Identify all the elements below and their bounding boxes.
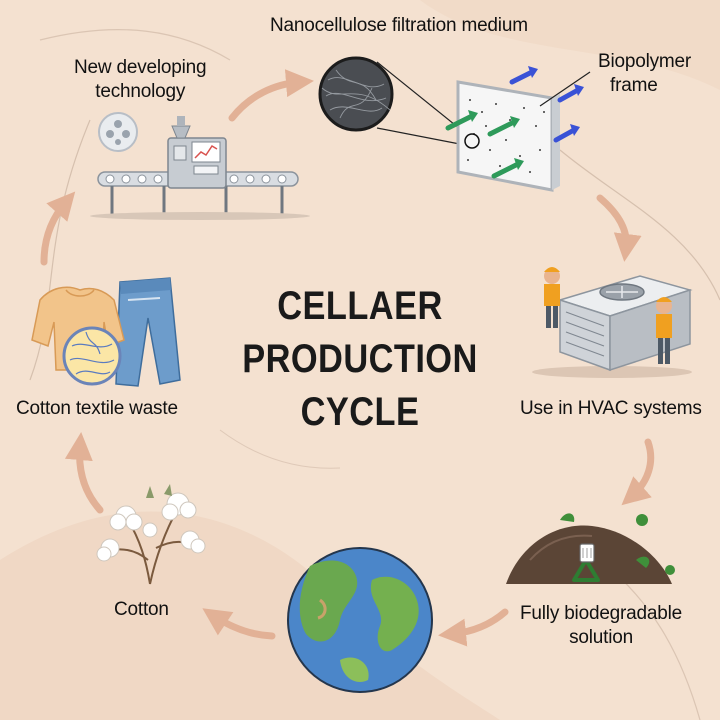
title-line-2: PRODUCTION <box>242 337 478 381</box>
arrow-textile-to-tech <box>40 191 76 266</box>
arrow-tech-to-filter <box>228 69 314 122</box>
arrow-hvac-to-compost <box>621 438 655 506</box>
label-cotton: Cotton <box>114 599 169 620</box>
label-new-tech-line2: technology <box>95 81 186 102</box>
title-line-1: CELLAER <box>277 284 443 328</box>
label-textile-waste: Cotton textile waste <box>16 398 178 419</box>
label-new-technology: New developing technology <box>74 56 207 104</box>
label-biopolymer-frame: Biopolymer frame <box>598 50 691 98</box>
arrow-compost-to-earth <box>438 608 509 647</box>
title-line-3: CYCLE <box>300 390 420 434</box>
label-hvac: Use in HVAC systems <box>520 398 702 419</box>
label-filtration-medium: Nanocellulose filtration medium <box>270 15 528 36</box>
arrow-filter-to-hvac <box>596 194 642 262</box>
label-biodegradable: Fully biodegradable solution <box>520 602 682 650</box>
label-biopolymer-line1: Biopolymer <box>598 51 692 72</box>
label-biopolymer-line2: frame <box>610 75 658 96</box>
label-new-tech-line1: New developing <box>74 57 207 78</box>
label-biodegradable-line2: solution <box>569 627 633 648</box>
arrow-cotton-to-textile <box>64 432 104 514</box>
label-biodegradable-line1: Fully biodegradable <box>520 603 683 624</box>
arrow-earth-to-cotton <box>202 608 276 640</box>
